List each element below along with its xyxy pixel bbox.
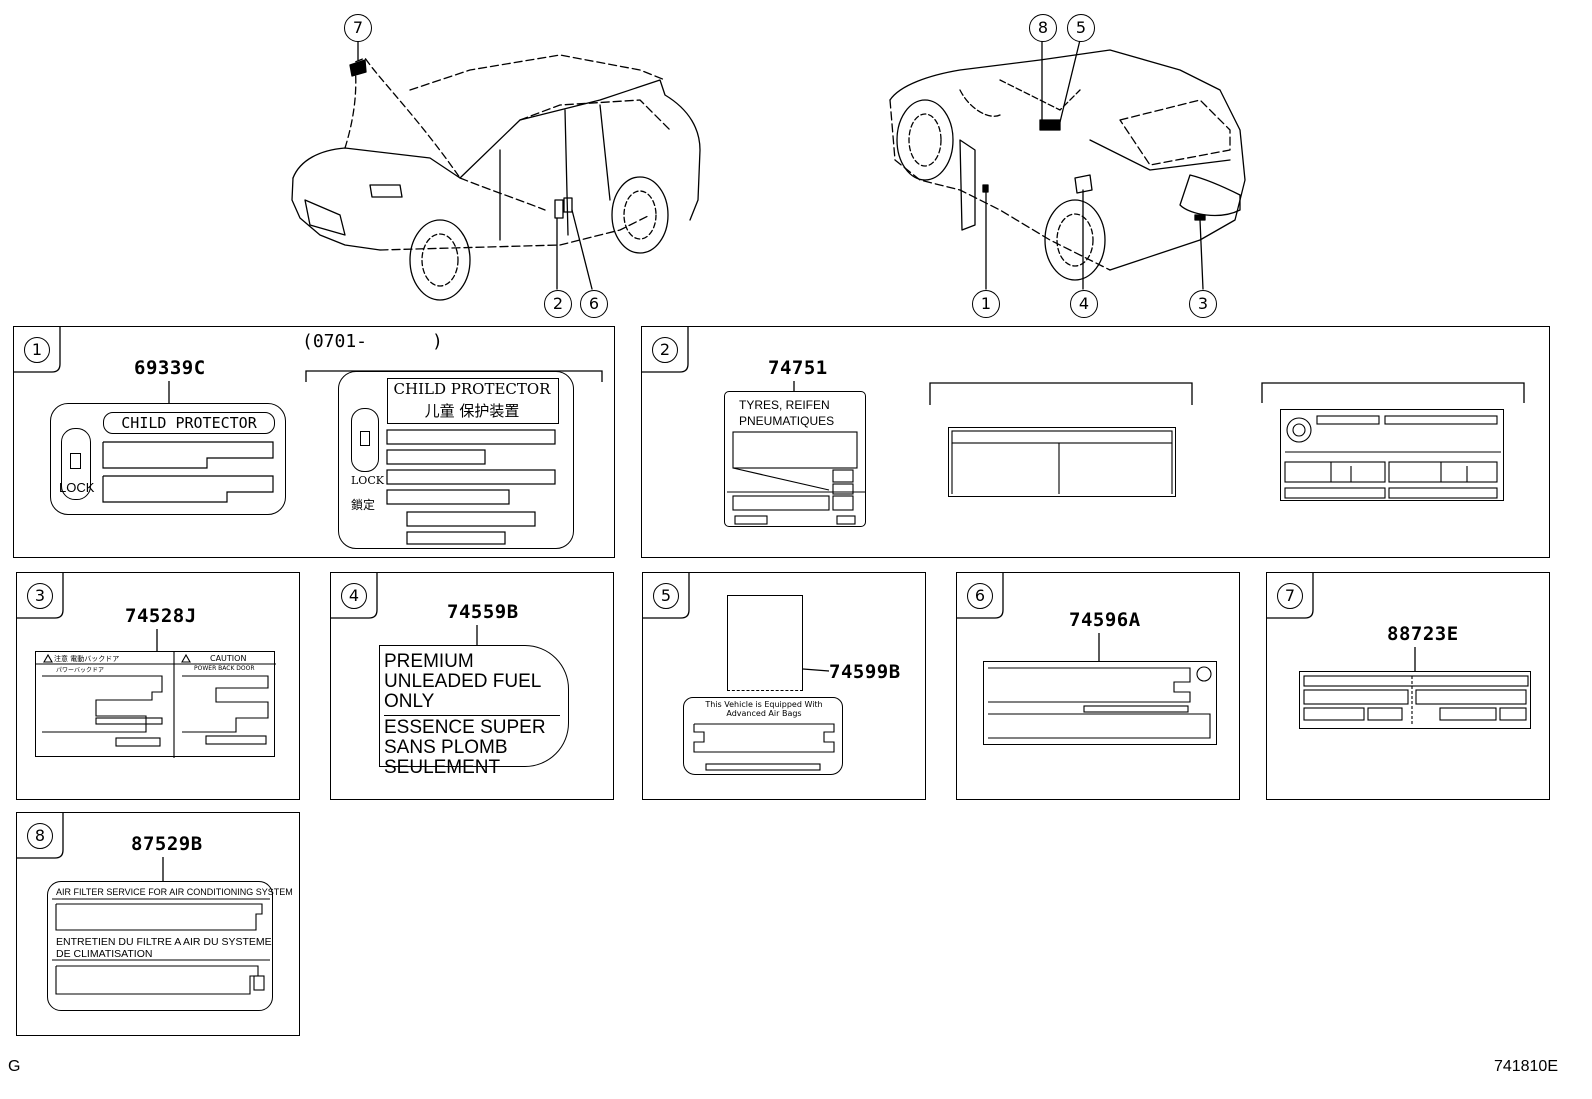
panel-3: 3 74528J 注意 電動バックドア CAUTION パワーバックドア POW… [16, 572, 300, 800]
callout-3: 3 [1189, 290, 1217, 318]
caution-subtitle: POWER BACK DOOR [194, 665, 255, 672]
child-protector-label-cn: CHILD PROTECTOR 儿童 保护装置 LOCK 鎖定 [338, 371, 574, 549]
caution-title-jp: 注意 電動バックドア [54, 655, 120, 663]
tyre-pressure-label: TYRES, REIFEN PNEUMATIQUES [724, 391, 866, 527]
part-number: 74596A [1069, 609, 1141, 631]
fuel-label: PREMIUM UNLEADED FUEL ONLY ESSENCE SUPER… [379, 645, 569, 778]
diagram-code: 741810E [1493, 1058, 1558, 1075]
caution-subtitle-jp: パワーバックドア [56, 667, 104, 674]
part-number: 87529B [131, 833, 203, 855]
part-number: 74599B [829, 661, 901, 683]
tyre-title-fr: PNEUMATIQUES [739, 414, 835, 428]
lock-switch-icon [351, 408, 379, 472]
panel-number: 1 [24, 337, 50, 363]
callout-7: 7 [344, 14, 372, 42]
panel-7: 7 88723E [1266, 572, 1550, 800]
part-number: 74751 [768, 357, 828, 379]
air-filter-line-2: ENTRETIEN DU FILTRE A AIR DU SYSTEME [56, 936, 272, 948]
lock-label: LOCK [351, 474, 384, 487]
part-number: 74528J [125, 605, 197, 627]
date-range: (0701- ) [302, 331, 443, 352]
vehicle-info-label [983, 661, 1217, 745]
panel-number: 6 [967, 583, 993, 609]
lock-switch-icon [61, 428, 91, 500]
fuel-line-3: ESSENCE SUPER [384, 717, 546, 738]
tyre-placard-variant-a [948, 427, 1176, 497]
caution-title: CAUTION [210, 654, 247, 663]
callout-1: 1 [972, 290, 1000, 318]
part-number: 74559B [447, 601, 519, 623]
corner-letter: G [8, 1058, 21, 1075]
fuel-line-1: PREMIUM [384, 651, 474, 672]
callout-4: 4 [1070, 290, 1098, 318]
front-car-illustration [291, 39, 701, 301]
air-filter-line-3: DE CLIMATISATION [56, 948, 153, 960]
part-number: 69339C [134, 357, 206, 379]
advanced-airbag-label: This Vehicle is Equipped With Advanced A… [683, 697, 843, 775]
callout-2: 2 [544, 290, 572, 318]
child-protector-label: CHILD PROTECTOR LOCK [50, 403, 286, 515]
child-protector-title-cn: 儿童 保护装置 [424, 402, 520, 420]
panel-number: 4 [341, 583, 367, 609]
air-filter-service-label: AIR FILTER SERVICE FOR AIR CONDITIONING … [47, 881, 293, 1011]
panel-5: 5 74599B This Vehicle is Equipped With A… [642, 572, 926, 800]
airbag-line-1: This Vehicle is Equipped With [705, 700, 823, 709]
child-protector-title: CHILD PROTECTOR [393, 380, 551, 398]
part-number: 88723E [1387, 623, 1459, 645]
lock-label: LOCK [59, 480, 95, 495]
power-back-door-caution-label: 注意 電動バックドア CAUTION パワーバックドア POWER BACK D… [35, 651, 276, 758]
panel-number: 8 [27, 823, 53, 849]
panel-4: 4 74559B PREMIUM UNLEADED FUEL ONLY ESSE… [330, 572, 614, 800]
panel-number: 7 [1277, 583, 1303, 609]
lock-label-cn: 鎖定 [351, 498, 376, 512]
air-filter-line-1: AIR FILTER SERVICE FOR AIR CONDITIONING … [56, 887, 293, 897]
tyre-placard-variant-b [1280, 409, 1504, 501]
panel-6: 6 74596A [956, 572, 1240, 800]
tyre-title: TYRES, REIFEN [739, 398, 830, 412]
airbag-tag [727, 595, 803, 691]
callout-5: 5 [1067, 14, 1095, 42]
fuel-line-2: UNLEADED FUEL ONLY [384, 671, 541, 712]
callout-6: 6 [580, 290, 608, 318]
fuel-line-4: SANS PLOMB [384, 737, 508, 758]
vehicle-illustrations [291, 39, 1246, 301]
fuel-line-5: SEULEMENT [384, 757, 501, 778]
warning-label [1299, 671, 1531, 729]
rear-car-illustration [889, 39, 1246, 290]
panel-number: 5 [653, 583, 679, 609]
child-protector-title: CHILD PROTECTOR [103, 412, 275, 434]
panel-1: 1 69339C (0701- ) CHILD PROTECTOR LOCK C… [13, 326, 615, 558]
airbag-line-2: Advanced Air Bags [726, 709, 802, 718]
panel-number: 2 [652, 337, 678, 363]
panel-2: 2 74751 TYRES, REIFEN PNEUMATIQUES [641, 326, 1550, 558]
panel-number: 3 [27, 583, 53, 609]
panel-8: 8 87529B AIR FILTER SERVICE FOR AIR COND… [16, 812, 300, 1036]
callout-8: 8 [1029, 14, 1057, 42]
